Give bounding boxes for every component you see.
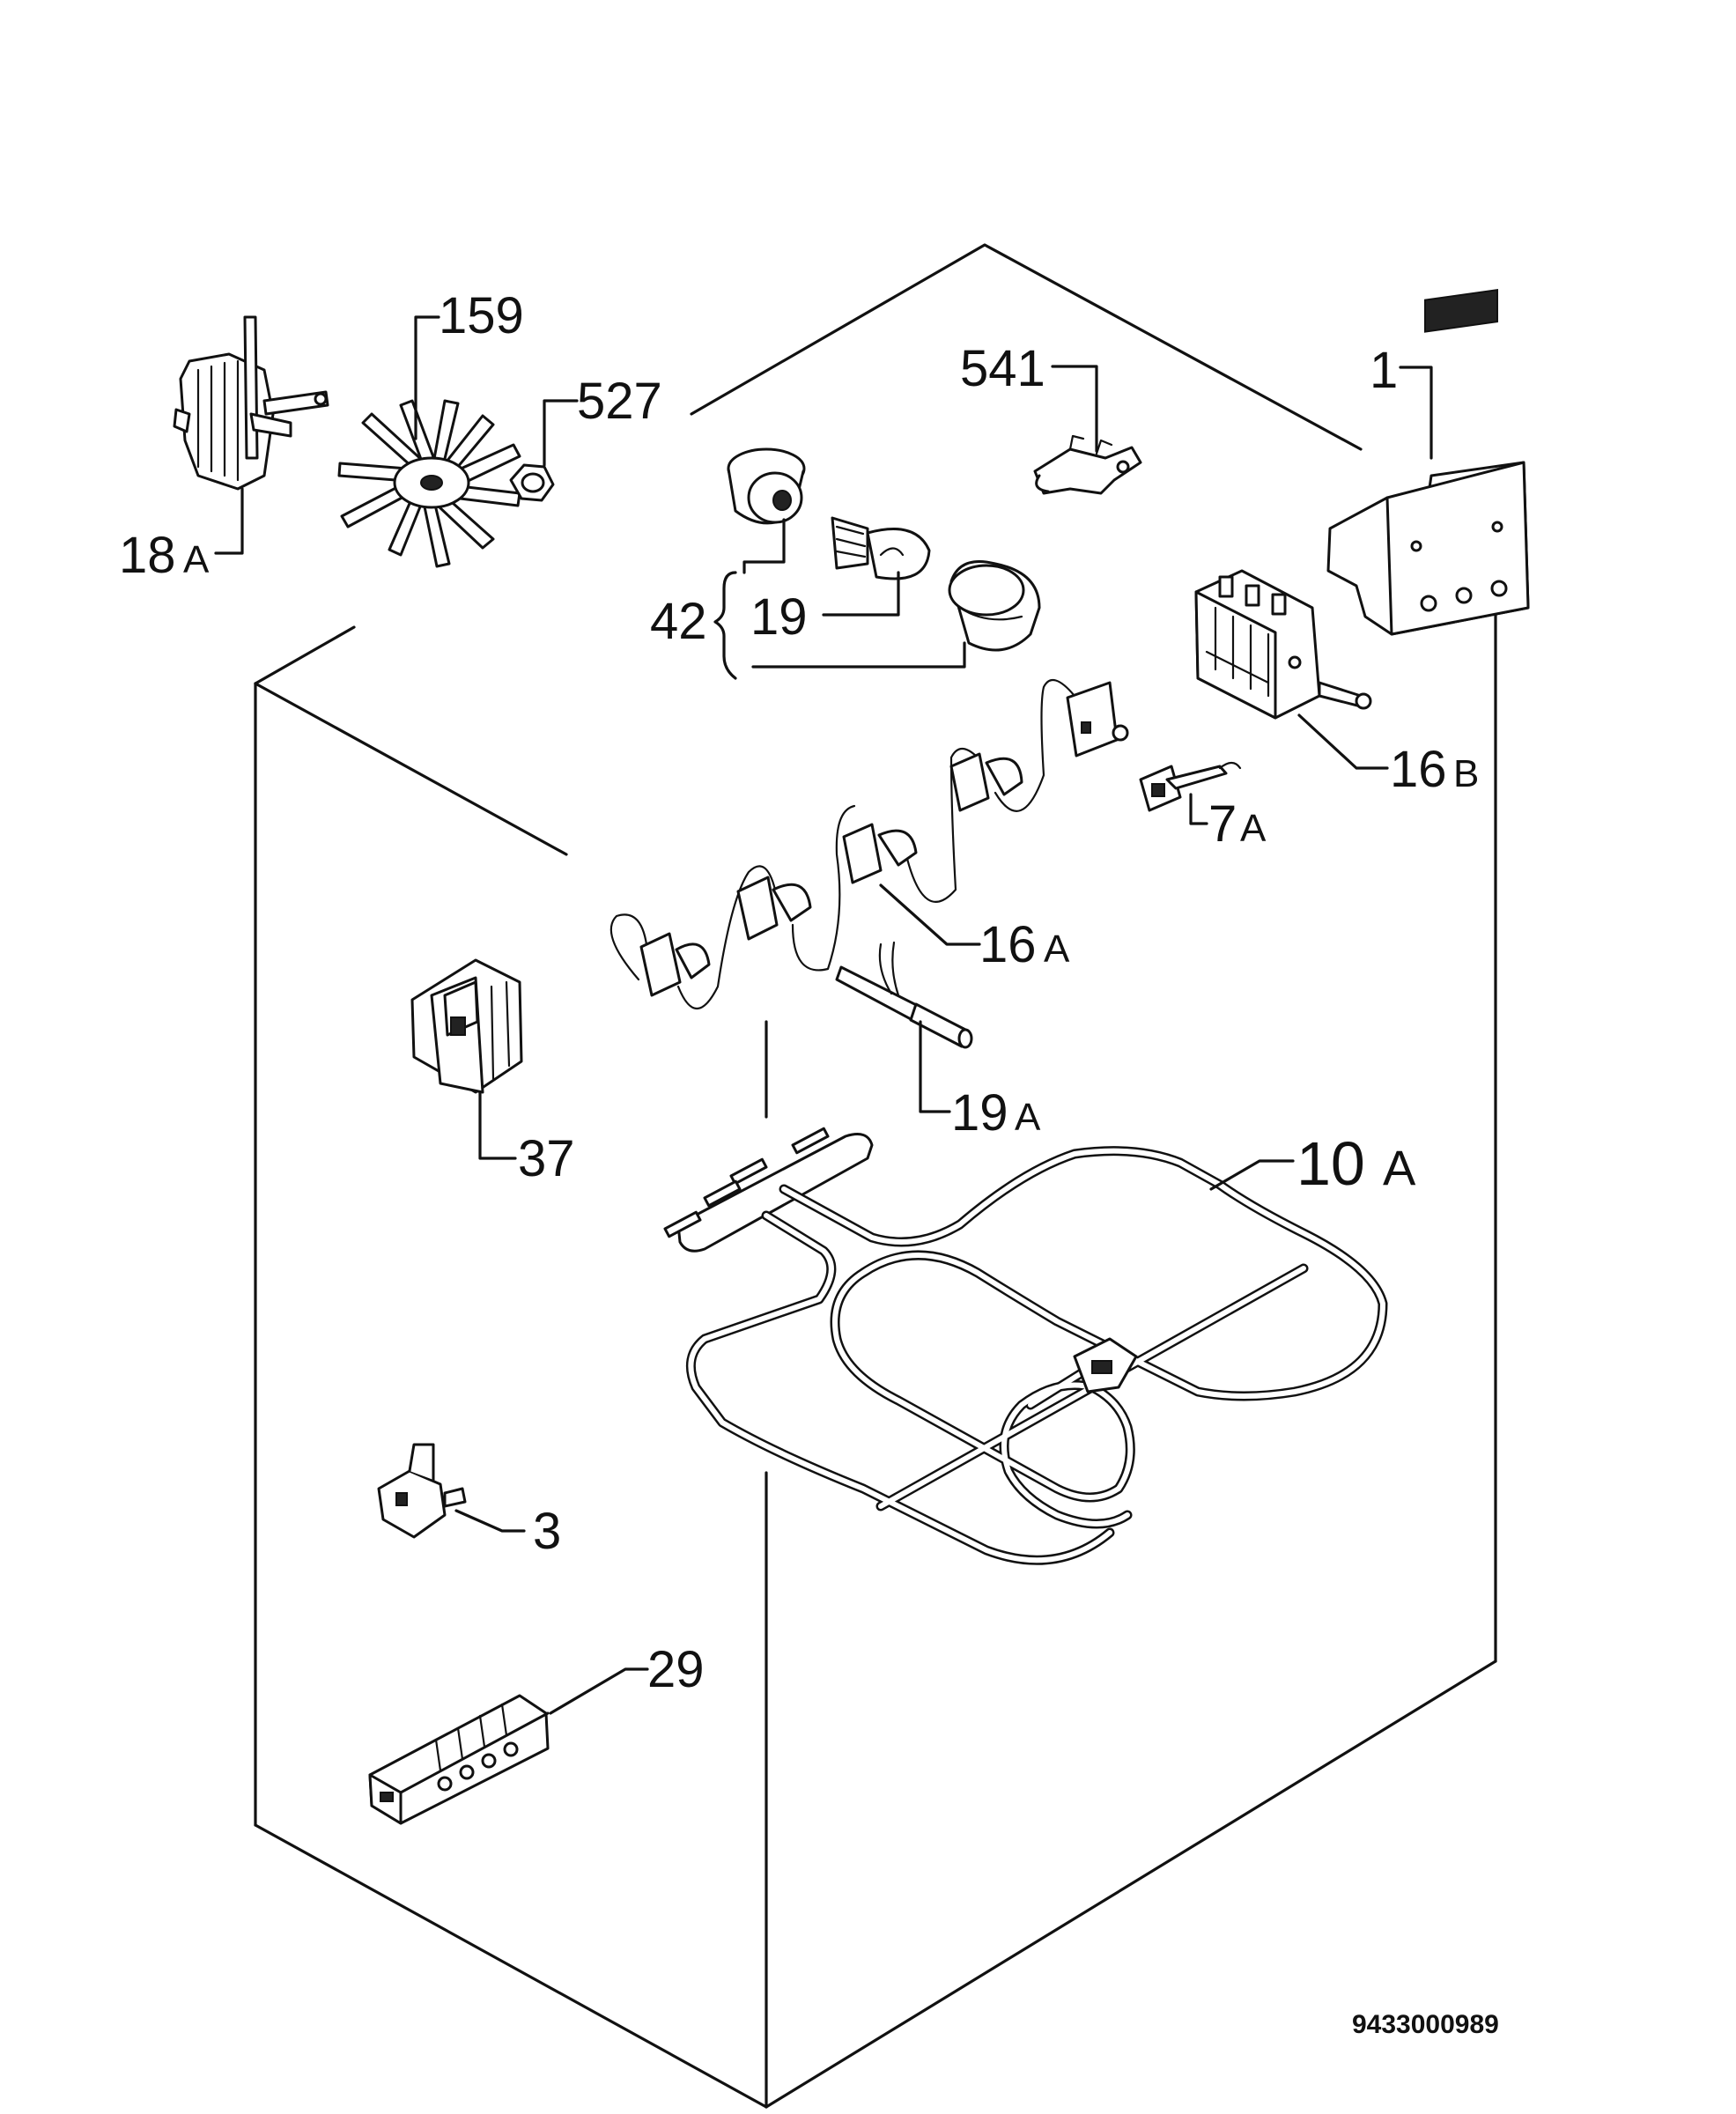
part-suffix-18a: A — [183, 538, 210, 581]
callout-16b: 16 B — [1297, 713, 1479, 798]
nut-part — [509, 463, 555, 502]
part-label-159: 159 — [439, 287, 524, 344]
part-label-527: 527 — [577, 373, 662, 430]
callout-527: 527 — [543, 373, 662, 467]
grill-element-part — [663, 1127, 1388, 1565]
callout-159: 159 — [414, 287, 524, 440]
part-label-10a: 10 — [1296, 1129, 1365, 1198]
part-suffix-7a: A — [1240, 807, 1267, 850]
part-label-7a: 7 — [1208, 795, 1237, 853]
part-suffix-19a: A — [1015, 1096, 1041, 1139]
temperature-sensor-part — [835, 941, 973, 1049]
callout-16a: 16 A — [879, 883, 1070, 973]
part-label-37: 37 — [518, 1130, 575, 1187]
callout-10a: 10 A — [1209, 1129, 1416, 1198]
lamp-holder-part — [727, 447, 806, 525]
part-label-1: 1 — [1370, 342, 1398, 399]
part-label-19: 19 — [750, 588, 808, 646]
callout-1: 1 — [1370, 342, 1433, 460]
microswitch-part — [1139, 761, 1242, 812]
part-label-19a: 19 — [951, 1084, 1008, 1142]
part-label-18a: 18 — [119, 527, 176, 584]
callout-7a: 7 A — [1189, 793, 1267, 853]
part-label-16b: 16 — [1390, 741, 1447, 798]
cabinet-outline — [254, 243, 1497, 2109]
terminal-block-part — [368, 1694, 550, 1825]
timer-module-part: 88:88 — [1326, 288, 1530, 636]
part-suffix-16a: A — [1044, 928, 1070, 971]
thermostat-chain-part — [609, 678, 1129, 1010]
callout-541: 541 — [960, 340, 1098, 453]
selector-switch-part — [1194, 569, 1372, 720]
fan-motor-part — [173, 315, 329, 491]
document-number: 9433000989 — [1352, 2010, 1499, 2039]
callout-19a: 19 A — [919, 1020, 1041, 1142]
lamp-cover-part — [948, 560, 1041, 652]
callout-29: 29 — [549, 1641, 705, 1715]
callout-3: 3 — [454, 1503, 561, 1560]
part-label-3: 3 — [533, 1503, 561, 1560]
switch-part — [1033, 434, 1142, 495]
fan-blade-part — [337, 399, 521, 568]
part-label-541: 541 — [960, 340, 1045, 397]
callout-18a: 18 A — [119, 487, 244, 584]
callout-37: 37 — [478, 1090, 575, 1187]
part-label-29: 29 — [647, 1641, 705, 1698]
terminal-clip-part — [377, 1443, 467, 1539]
lamp-bulb-part — [831, 516, 931, 580]
thermal-cutout-part — [410, 958, 523, 1094]
part-suffix-10a: A — [1383, 1140, 1416, 1195]
part-label-16a: 16 — [979, 916, 1037, 973]
part-suffix-16b: B — [1453, 752, 1479, 795]
part-label-42: 42 — [650, 593, 707, 650]
callout-42: 42 19 — [650, 518, 966, 680]
